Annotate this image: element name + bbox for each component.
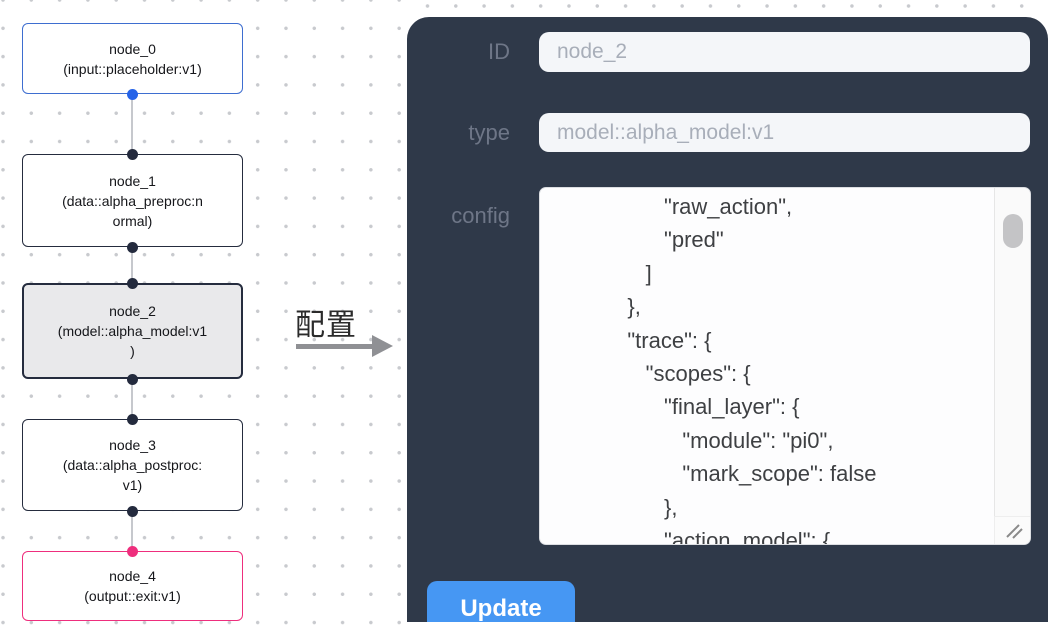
node-type-label: (model::alpha_model:v1 )	[57, 323, 208, 359]
config-json-text: "raw_action", "pred" ] }, "trace": { "sc…	[627, 194, 877, 544]
config-field-label: config	[451, 203, 510, 228]
node-type-label: (output::exit:v1)	[84, 588, 181, 604]
transfer-label: 配置	[295, 309, 357, 342]
transfer-arrow-icon	[296, 344, 374, 349]
port-node4-in[interactable]	[126, 545, 138, 557]
type-field-label: type	[468, 119, 510, 145]
graph-node-node_4[interactable]: node_4 (output::exit:v1)	[22, 551, 243, 621]
graph-node-node_3[interactable]: node_3 (data::alpha_postproc: v1)	[22, 419, 243, 511]
node-title: node_1	[109, 172, 156, 189]
port-node0-out[interactable]	[126, 88, 138, 100]
node-title: node_0	[109, 40, 156, 57]
node-config-panel: ID type config "raw_action", "pred" ] },…	[407, 17, 1048, 622]
node-title: node_2	[109, 303, 156, 319]
resize-grip-icon	[1005, 523, 1023, 539]
graph-node-node_0[interactable]: node_0 (input::placeholder:v1)	[22, 23, 243, 94]
config-textarea[interactable]: "raw_action", "pred" ] }, "trace": { "sc…	[539, 187, 1031, 545]
type-input[interactable]	[539, 113, 1030, 152]
update-button[interactable]: Update	[427, 581, 575, 622]
node-type-label: (input::placeholder:v1)	[63, 60, 202, 77]
node-title: node_4	[109, 568, 156, 584]
edge-node1-node2	[130, 247, 133, 283]
port-node2-in[interactable]	[126, 277, 138, 289]
config-scrollbar[interactable]	[994, 188, 1030, 516]
config-scrollbar-thumb[interactable]	[1003, 214, 1023, 248]
flow-canvas[interactable]: node_0 (input::placeholder:v1) node_1 (d…	[0, 0, 412, 643]
port-node3-out[interactable]	[126, 505, 138, 517]
edge-node3-node4	[130, 511, 133, 551]
textarea-resize-handle-icon[interactable]	[994, 516, 1030, 544]
id-field-label: ID	[488, 39, 510, 64]
id-field-row: ID	[407, 32, 1030, 72]
graph-node-node_1[interactable]: node_1 (data::alpha_preproc:n ormal)	[22, 154, 243, 247]
transfer-arrow-head-icon	[372, 335, 393, 357]
port-node1-in[interactable]	[126, 148, 138, 160]
id-input[interactable]	[539, 32, 1030, 72]
port-node3-in[interactable]	[126, 413, 138, 425]
type-field-row: type	[407, 113, 1030, 152]
canvas-dots-strip	[412, 0, 1048, 17]
edge-node2-node3	[130, 379, 133, 419]
port-node2-out[interactable]	[126, 373, 138, 385]
port-node1-out[interactable]	[126, 241, 138, 253]
edge-node0-node1	[130, 94, 133, 154]
node-type-label: (data::alpha_preproc:n ormal)	[62, 192, 203, 229]
node-title: node_3	[109, 437, 156, 453]
node-type-label: (data::alpha_postproc: v1)	[62, 457, 203, 493]
graph-node-node_2-selected[interactable]: node_2 (model::alpha_model:v1 )	[22, 283, 243, 379]
